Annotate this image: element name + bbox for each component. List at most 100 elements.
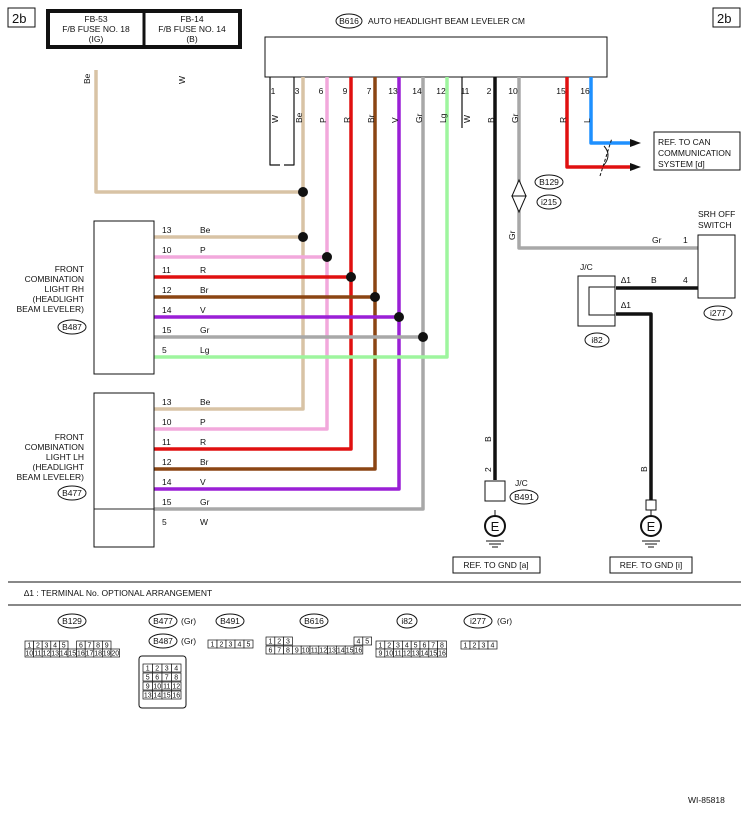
cm-pin-color: R — [342, 117, 352, 123]
i82-cell — [437, 648, 447, 658]
lh-pin-color: Be — [200, 397, 211, 407]
i82-pin: 3 — [396, 643, 400, 650]
cm-pin-color: Lg — [438, 113, 448, 123]
lh-pin-color: P — [200, 417, 206, 427]
i82-pin: 8 — [440, 643, 444, 650]
connector-code-oval — [148, 613, 178, 629]
lh-pin-number: 14 — [162, 477, 172, 487]
b616-pin: 7 — [277, 648, 281, 655]
cm-pin-number: 6 — [319, 86, 324, 96]
srh-title-2: SWITCH — [698, 220, 732, 230]
cm-pin-number: 16 — [580, 86, 590, 96]
wire-w-pin3-stub — [284, 77, 295, 166]
b616-pin: 10 — [302, 648, 310, 655]
b129-pin: 3 — [45, 643, 49, 650]
rh-pin-number: 14 — [162, 305, 172, 315]
b129-oval — [534, 174, 564, 190]
lh-pin-number: 10 — [162, 417, 172, 427]
rh-pin-number: 5 — [162, 345, 167, 355]
cm-pin-number: 14 — [412, 86, 422, 96]
i277-extra: (Gr) — [497, 616, 512, 626]
cm-pin-color: R — [558, 117, 568, 123]
srh-box — [697, 234, 736, 299]
page-tag-right: 2b — [717, 11, 731, 26]
wire-l-can — [589, 77, 630, 145]
wire-be-rh — [154, 192, 305, 239]
lh-pin-color: R — [200, 437, 206, 447]
i215-code: i215 — [541, 197, 557, 207]
connector-code-oval — [299, 613, 329, 629]
b616-top-cell — [362, 636, 372, 646]
rh-code-oval — [57, 319, 87, 335]
b616-top-pin: 5 — [365, 639, 369, 646]
b129-code: B129 — [539, 177, 559, 187]
b477-pin: 7 — [165, 675, 169, 682]
can-ref-line3: SYSTEM [d] — [658, 159, 705, 169]
i82-pin: 2 — [387, 643, 391, 650]
connector-code-oval — [463, 613, 493, 629]
b616-pin: 16 — [355, 648, 363, 655]
wire-br-lh — [154, 297, 377, 471]
lh-pin-color: Gr — [200, 497, 210, 507]
wire-gr-lh — [154, 337, 425, 511]
b477-pin: 12 — [172, 684, 180, 691]
i82-pin: 11 — [394, 651, 401, 658]
rh-title-line: COMBINATION — [25, 274, 84, 284]
b477-cell — [171, 690, 182, 700]
labels-layer: 1W3Be6P9R7Br13V14Gr12Lg11W2B10Gr15R16L13… — [16, 86, 688, 548]
connector-code: B491 — [220, 616, 240, 626]
wire-be-lh — [154, 237, 305, 411]
b616-pin: 14 — [337, 648, 345, 655]
b477-pin: 3 — [165, 666, 169, 673]
cm-pin-color: Gr — [510, 113, 520, 123]
b491-wire-label: B — [483, 436, 493, 442]
b491-code-oval — [509, 489, 539, 505]
b491-pin: 1 — [211, 642, 215, 649]
lh-pin-number: 12 — [162, 457, 172, 467]
srh-pin-b: 4 — [683, 275, 688, 285]
cm-pin-number: 7 — [367, 86, 372, 96]
i82-pin: 13 — [412, 651, 420, 658]
b491-pin: 2 — [220, 642, 224, 649]
b129-pin: 5 — [62, 643, 66, 650]
fuse1-wire-label: Be — [82, 73, 92, 84]
gnd-left-label: REF. TO GND [a] — [463, 560, 528, 570]
b477-pin: 1 — [146, 666, 150, 673]
b477-pin: 15 — [163, 693, 171, 700]
b477-pin: 14 — [153, 693, 161, 700]
srh-wire-b: B — [651, 275, 657, 285]
inline-connector-up — [511, 178, 527, 197]
srh-pin-gr: 1 — [683, 235, 688, 245]
b477-cell — [171, 672, 182, 682]
rh-pin-color: V — [200, 305, 206, 315]
b129-pin: 16 — [77, 651, 85, 658]
connector-code-oval — [57, 613, 87, 629]
wire-br-rh — [154, 77, 377, 299]
b616-pin: 6 — [268, 648, 272, 655]
wire-r-lh — [154, 277, 353, 451]
cm-pin-color: Gr — [414, 113, 424, 123]
b491-cell — [243, 639, 254, 649]
lh-title-line: (HEADLIGHT — [33, 462, 84, 472]
cm-pin-color: W — [270, 115, 280, 123]
srh-code: i277 — [710, 308, 726, 318]
cm-pin-color: B — [486, 117, 496, 123]
wires-layer — [94, 70, 698, 511]
jc-star-1: ∆1 — [621, 275, 631, 285]
cm-box — [264, 36, 608, 78]
lh-pin-number: 15 — [162, 497, 172, 507]
junction-dot — [370, 292, 380, 302]
lh-pin-color: Br — [200, 457, 209, 467]
b477-cell — [171, 681, 182, 691]
b477-pin: 5 — [146, 675, 150, 682]
b129-pin: 7 — [88, 643, 92, 650]
rh-pin-color: Lg — [200, 345, 210, 355]
can-ref-line1: REF. TO CAN — [658, 137, 711, 147]
b616-first-pin: 1 — [268, 639, 272, 646]
b477-pin: 8 — [174, 675, 178, 682]
wire-w-pin1 — [269, 77, 280, 166]
lh-code-oval — [57, 485, 87, 501]
wire-r-rh — [154, 77, 353, 279]
b616-first-pin: 2 — [277, 639, 281, 646]
